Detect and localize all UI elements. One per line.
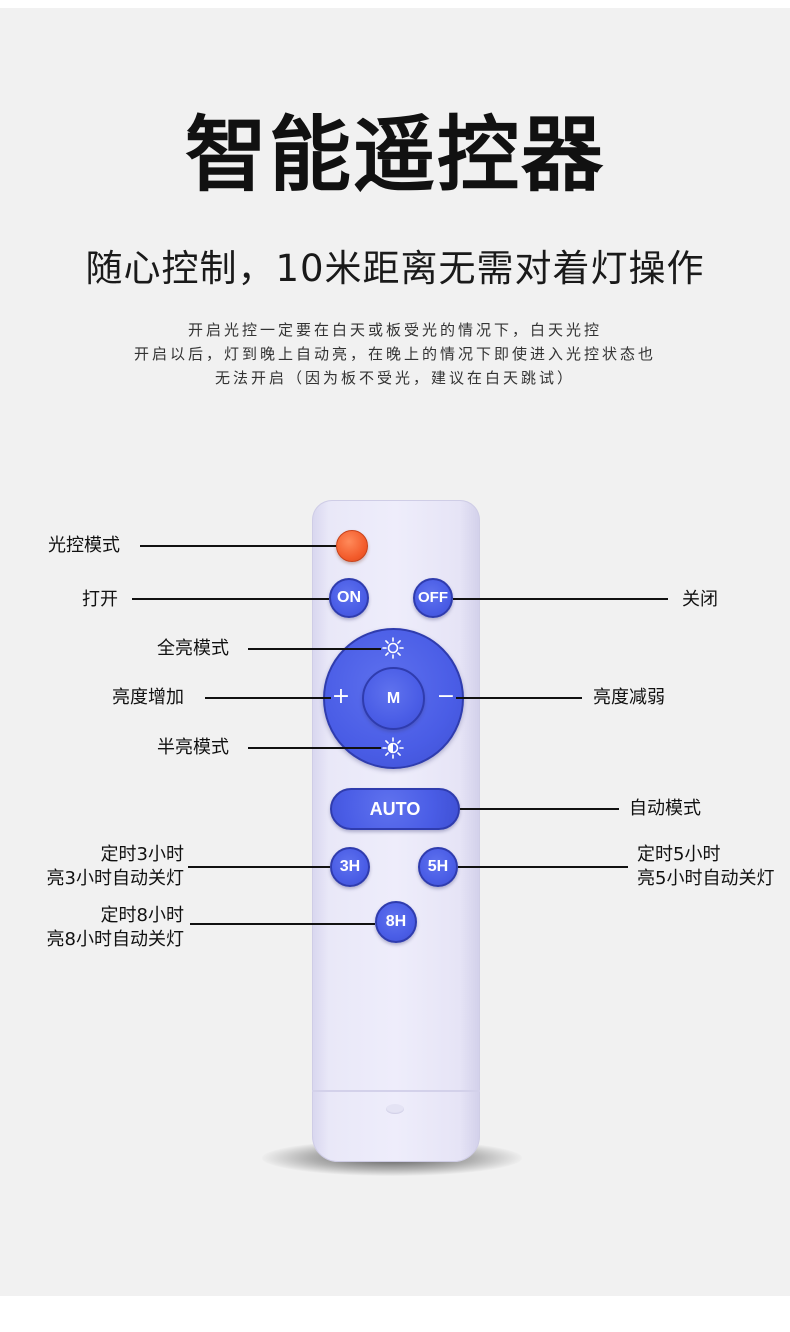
leader-line-open (132, 598, 329, 600)
description-line-3: 无法开启（因为板不受光，建议在白天跳试） (214, 369, 575, 387)
leader-line-timer5 (458, 866, 628, 868)
leader-line-full-bright (248, 648, 381, 650)
description-text: 开启光控一定要在白天或板受光的情况下，白天光控 开启以后，灯到晚上自动亮，在晚上… (0, 318, 790, 390)
label-light-control: 光控模式 (48, 535, 120, 556)
label-timer3-line2: 亮3小时自动关灯 (46, 868, 184, 889)
leader-line-brightness-up (205, 697, 331, 699)
label-brightness-down: 亮度减弱 (593, 687, 665, 708)
label-timer8-line2: 亮8小时自动关灯 (46, 929, 184, 950)
off-button[interactable]: OFF (413, 578, 453, 618)
timer-8h-button[interactable]: 8H (375, 901, 417, 943)
plus-button[interactable]: + (331, 684, 351, 709)
description-line-1: 开启光控一定要在白天或板受光的情况下，白天光控 (187, 321, 602, 339)
leader-line-half-bright (248, 747, 381, 749)
label-open: 打开 (82, 589, 118, 610)
label-brightness-up: 亮度增加 (112, 687, 184, 708)
label-half-bright: 半亮模式 (157, 737, 229, 758)
leader-line-timer8 (190, 923, 375, 925)
light-control-button[interactable] (336, 530, 368, 562)
leader-line-close (453, 598, 668, 600)
timer-3h-button[interactable]: 3H (330, 847, 370, 887)
page-title: 智能遥控器 (184, 108, 605, 203)
full-bright-sun-icon[interactable] (381, 636, 405, 660)
leader-line-brightness-down (456, 697, 582, 699)
timer-5h-button[interactable]: 5H (418, 847, 458, 887)
label-timer5-line2: 亮5小时自动关灯 (637, 868, 775, 889)
leader-line-auto (460, 808, 619, 810)
label-full-bright: 全亮模式 (157, 638, 229, 659)
label-timer5-line1: 定时5小时 (637, 844, 721, 865)
mode-button[interactable]: M (362, 667, 425, 730)
label-auto-mode: 自动模式 (629, 798, 701, 819)
label-close: 关闭 (682, 589, 718, 610)
description-line-2: 开启以后，灯到晚上自动亮，在晚上的情况下即使进入光控状态也 (133, 345, 656, 363)
label-timer8-line1: 定时8小时 (100, 905, 184, 926)
on-button[interactable]: ON (329, 578, 369, 618)
leader-line-timer3 (188, 866, 330, 868)
leader-line-light-control (140, 545, 336, 547)
label-timer3-line1: 定时3小时 (100, 844, 184, 865)
half-bright-sun-icon[interactable] (381, 736, 405, 760)
minus-button[interactable]: − (436, 684, 456, 709)
auto-button[interactable]: AUTO (330, 788, 460, 830)
remote-notch (386, 1104, 404, 1114)
remote-seam (312, 1090, 480, 1092)
page-subtitle: 随心控制，10米距离无需对着灯操作 (85, 247, 705, 290)
